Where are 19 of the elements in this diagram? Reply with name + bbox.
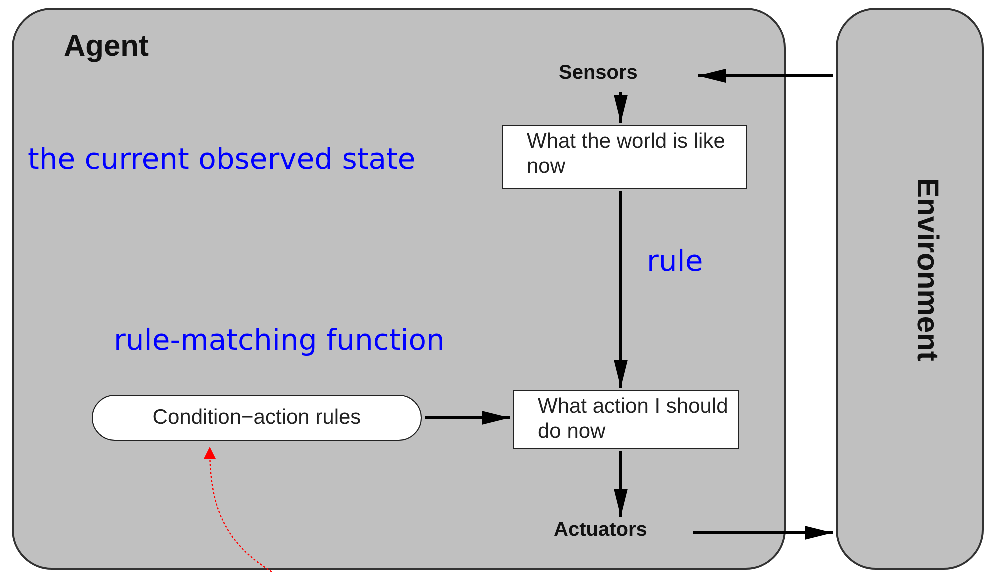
dotted-arrow	[204, 447, 272, 572]
rules-pill: Condition−action rules	[92, 395, 422, 441]
process-box: What the world is like now	[502, 125, 747, 189]
arrow	[614, 191, 628, 388]
arrow	[614, 451, 628, 517]
arrow	[614, 92, 628, 123]
arrow	[425, 411, 510, 425]
annotation-text: rule-matching function	[114, 323, 445, 357]
actuators-label: Actuators	[554, 519, 690, 547]
sensors-label: Sensors	[559, 62, 695, 90]
arrow	[693, 526, 833, 540]
annotation-text: the current observed state	[28, 142, 416, 176]
agent-panel	[12, 8, 786, 570]
process-box: What action I should do now	[513, 390, 739, 449]
panel-title: Environment	[910, 178, 944, 362]
panel-title: Agent	[64, 30, 149, 64]
annotation-text: rule	[647, 244, 704, 278]
arrow	[698, 69, 833, 83]
environment-panel	[836, 8, 984, 570]
